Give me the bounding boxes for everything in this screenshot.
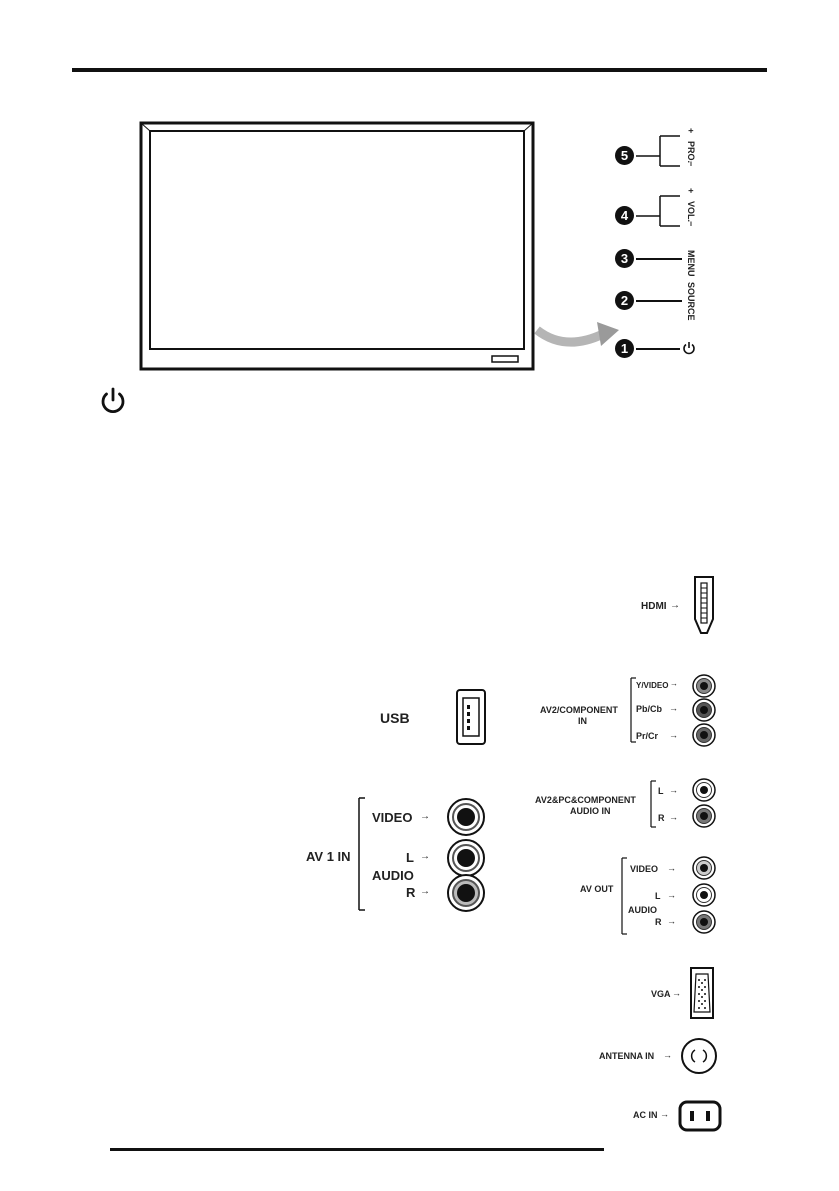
av-out-audio-label: AUDIO — [628, 905, 657, 915]
av-out-video-leader: → — [667, 863, 676, 873]
control-number-4: 4 — [615, 206, 634, 225]
control-number-2: 2 — [615, 291, 634, 310]
pr-cr-leader: → — [669, 730, 678, 740]
av1-left-label: L — [406, 850, 414, 865]
av-out-video-jack-icon — [692, 856, 716, 880]
y-video-label: Y/VIDEO — [636, 681, 669, 690]
tv-front-illustration — [139, 121, 535, 371]
source-leader — [636, 300, 682, 302]
power-leader — [636, 348, 680, 350]
av-out-group-label: AV OUT — [580, 884, 614, 894]
av1-group-label: AV 1 IN — [306, 849, 351, 864]
control-number-3: 3 — [615, 249, 634, 268]
av1-video-jack-icon — [447, 798, 485, 836]
av1-audio-label: AUDIO — [372, 868, 414, 883]
usb-label: USB — [380, 710, 410, 726]
av-out-left-label: L — [655, 891, 661, 901]
ac-power-inlet-icon — [678, 1100, 722, 1132]
av2-pc-audio-left-label: L — [658, 786, 664, 796]
av1-right-label: R — [406, 885, 416, 900]
pro-minus-label: − — [686, 161, 696, 167]
av2-pc-audio-right-jack-icon — [692, 804, 716, 828]
pb-cb-label: Pb/Cb — [636, 704, 662, 714]
vga-label: VGA — [651, 989, 671, 999]
av-out-left-jack-icon — [692, 883, 716, 907]
power-icon — [101, 387, 125, 413]
vol-minus-label: − — [686, 221, 696, 227]
pro-plus-label: + — [686, 128, 696, 134]
av2-pc-audio-left-leader: → — [669, 785, 678, 795]
ac-in-label: AC IN — [633, 1110, 658, 1120]
av1-audio-right-jack-icon — [447, 874, 485, 912]
av1-video-leader: → — [420, 811, 430, 822]
ac-in-leader: → — [660, 1109, 669, 1119]
av2-component-group-label-line2: IN — [578, 716, 587, 726]
pro-button-label: PRO. — [686, 141, 696, 164]
pro-bracket — [636, 135, 680, 167]
av2-pc-audio-bracket — [650, 780, 656, 828]
vol-plus-label: + — [686, 188, 696, 194]
vol-button-label: VOL. — [686, 201, 696, 223]
antenna-leader: → — [663, 1050, 672, 1060]
control-number-5: 5 — [615, 146, 634, 165]
av-out-bracket — [621, 857, 627, 935]
antenna-port-icon — [681, 1038, 717, 1074]
callout-arrow-icon — [534, 322, 619, 347]
av1-bracket — [358, 797, 365, 911]
y-video-jack-icon — [692, 674, 716, 698]
header-rule — [72, 68, 767, 72]
av2-pc-audio-group-label-line1: AV2&PC&COMPONENT — [535, 795, 636, 805]
av2-pc-audio-right-leader: → — [669, 812, 678, 822]
pr-cr-label: Pr/Cr — [636, 731, 659, 741]
av2-pc-audio-right-label: R — [658, 813, 665, 823]
pb-cb-jack-icon — [692, 698, 716, 722]
y-video-leader: → — [670, 679, 678, 688]
av2-pc-audio-left-jack-icon — [692, 778, 716, 802]
source-button-label: SOURCE — [686, 282, 696, 321]
av-out-video-label: VIDEO — [630, 864, 659, 874]
av-out-left-leader: → — [667, 890, 676, 900]
av1-video-label: VIDEO — [372, 810, 413, 825]
av2-component-bracket — [630, 677, 636, 743]
av1-audio-left-jack-icon — [447, 839, 485, 877]
antenna-label: ANTENNA IN — [599, 1051, 655, 1061]
av2-component-group-label-line1: AV2/COMPONENT — [540, 705, 618, 715]
pr-cr-jack-icon — [692, 723, 716, 747]
hdmi-leader: → — [670, 600, 680, 611]
hdmi-port-icon — [694, 576, 714, 634]
av-out-right-jack-icon — [692, 910, 716, 934]
vol-bracket — [636, 195, 680, 227]
menu-leader — [636, 258, 682, 260]
hdmi-label: HDMI — [641, 601, 667, 612]
menu-button-label: MENU — [686, 250, 696, 277]
pb-cb-leader: → — [669, 703, 678, 713]
usb-port-icon — [456, 689, 486, 745]
vga-leader: → — [672, 988, 681, 998]
power-icon — [683, 342, 695, 355]
av-out-right-leader: → — [667, 916, 676, 926]
footer-rule — [110, 1148, 604, 1151]
av1-left-leader: → — [420, 851, 430, 862]
av1-right-leader: → — [420, 886, 430, 897]
control-number-1: 1 — [615, 339, 634, 358]
av-out-right-label: R — [655, 917, 662, 927]
vga-port-icon — [690, 967, 714, 1019]
av2-pc-audio-group-label-line2: AUDIO IN — [570, 806, 611, 816]
